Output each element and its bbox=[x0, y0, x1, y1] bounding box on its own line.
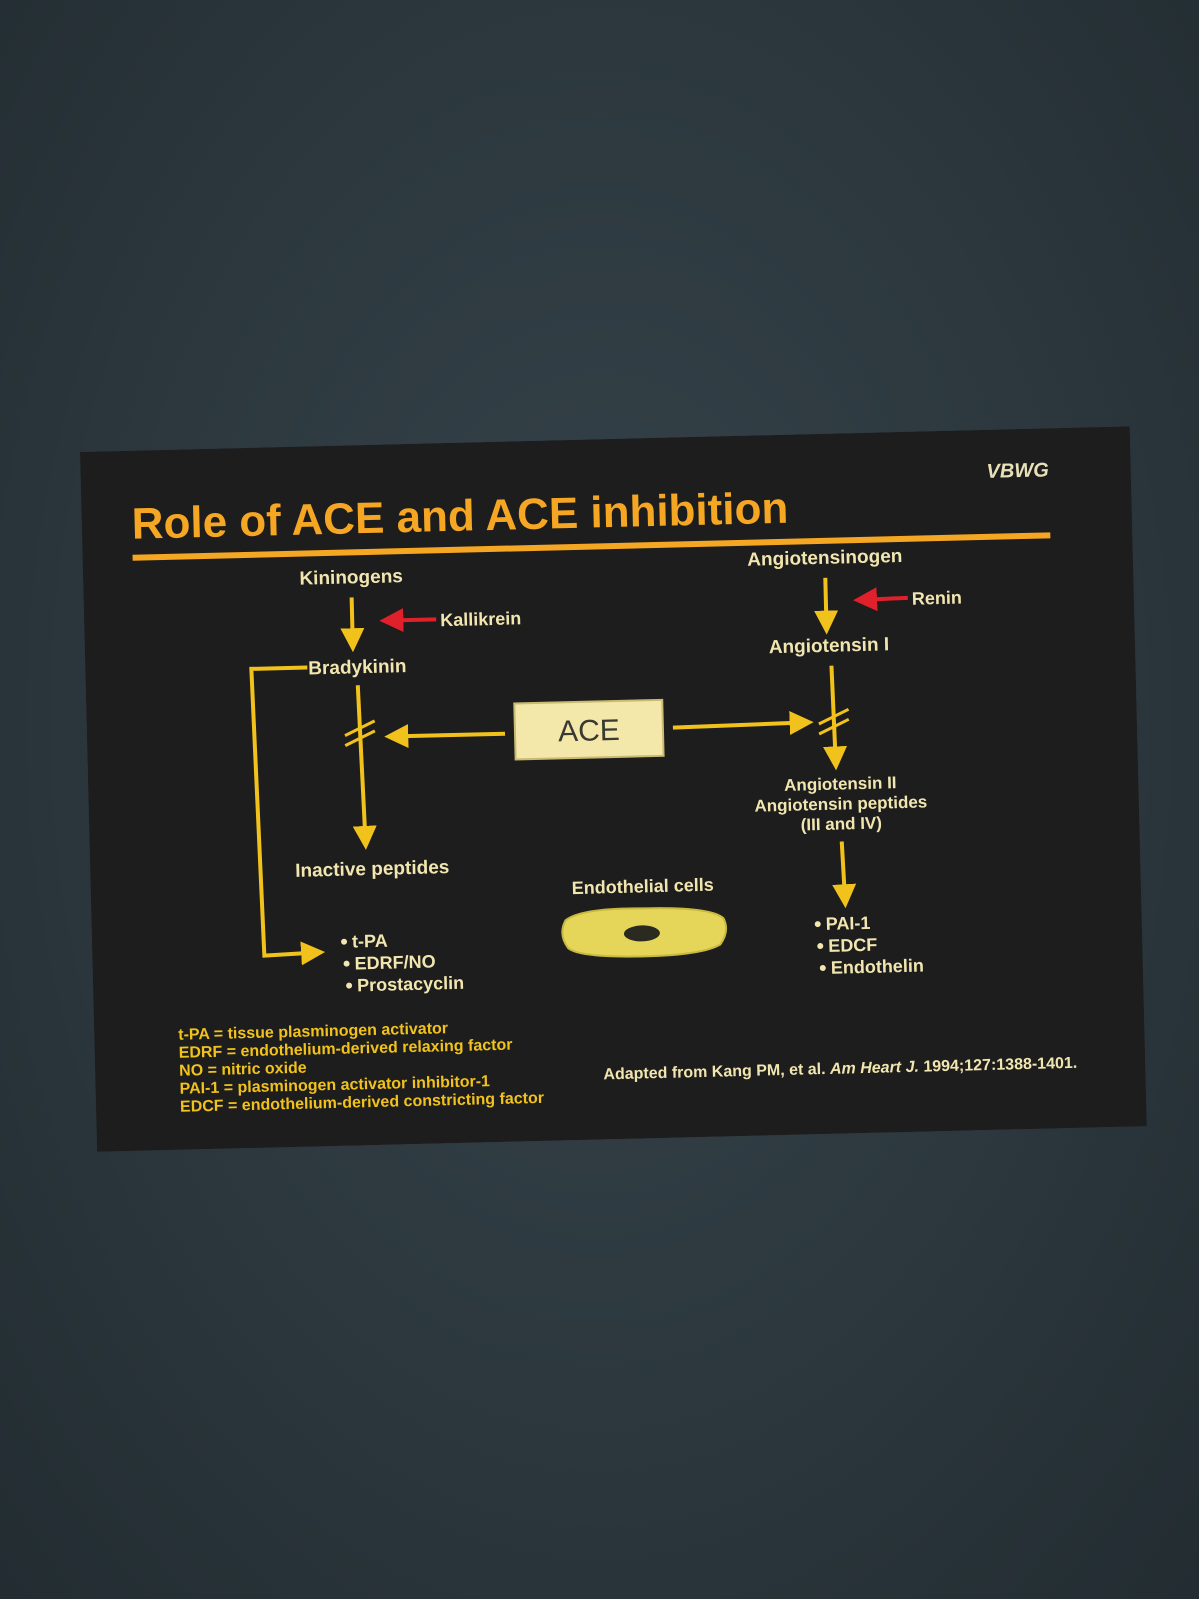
vbwg-logo: VBWG bbox=[986, 459, 1049, 483]
renin-label: Renin bbox=[912, 588, 962, 609]
bullet-icon bbox=[341, 938, 348, 945]
title-underline bbox=[132, 532, 1051, 561]
slide-background bbox=[80, 426, 1147, 1152]
angiotensin-products-list: PAI-1 EDCF Endothelin bbox=[814, 913, 924, 978]
kinin-products-list: t-PA EDRF/NO Prostacyclin bbox=[341, 931, 465, 996]
bullet-icon bbox=[346, 982, 353, 989]
bullet-icon bbox=[817, 943, 824, 950]
bullet-icon bbox=[343, 960, 350, 967]
product-tpa: t-PA bbox=[352, 931, 388, 952]
footnote-tpa: t-PA = tissue plasminogen activator bbox=[178, 1020, 448, 1044]
ace-to-angiotensin-arrow bbox=[672, 711, 814, 736]
product-edrf-no: EDRF/NO bbox=[354, 951, 435, 973]
angiotensin-peptides-label: Angiotensin peptides bbox=[754, 792, 927, 815]
kininogens-to-bradykinin-arrow bbox=[340, 597, 365, 653]
angiotensinogen-label: Angiotensinogen bbox=[747, 546, 903, 571]
bullet-icon bbox=[819, 965, 826, 972]
bullet-icon bbox=[814, 921, 821, 928]
renin-arrow bbox=[853, 587, 908, 612]
product-prostacyclin: Prostacyclin bbox=[357, 973, 465, 996]
endothelial-cell-icon bbox=[561, 907, 728, 958]
product-pai-1: PAI-1 bbox=[826, 913, 871, 934]
angiotensin-i-label: Angiotensin I bbox=[769, 634, 890, 658]
endothelial-cells-label: Endothelial cells bbox=[572, 875, 714, 898]
angiotensin-block-mark-1 bbox=[818, 707, 850, 726]
citation: Adapted from Kang PM, et al. Am Heart J.… bbox=[603, 1055, 1077, 1084]
citation-journal: Am Heart J. bbox=[829, 1059, 919, 1078]
citation-prefix: Adapted from Kang PM, et al. bbox=[603, 1061, 830, 1084]
product-endothelin: Endothelin bbox=[831, 956, 924, 978]
footnote-no: NO = nitric oxide bbox=[179, 1060, 307, 1080]
kallikrein-arrow bbox=[379, 608, 437, 633]
bradykinin-block-mark-1 bbox=[344, 719, 376, 737]
angiotensin-ii-label: Angiotensin II bbox=[784, 773, 897, 795]
bradykinin-to-products-arrow bbox=[249, 665, 326, 966]
angiotensin-ii-block: Angiotensin II Angiotensin peptides (III… bbox=[754, 773, 927, 835]
product-edcf: EDCF bbox=[828, 935, 877, 956]
angiotensinogen-to-angiotensin-i-arrow bbox=[814, 577, 839, 635]
ace-box bbox=[513, 698, 665, 761]
kininogens-label: Kininogens bbox=[299, 566, 403, 590]
angiotensin-ii-to-products-arrow bbox=[832, 841, 857, 909]
citation-suffix: 1994;127:1388-1401. bbox=[919, 1055, 1078, 1076]
angiotensin-iii-iv-label: (III and IV) bbox=[800, 814, 882, 835]
ace-to-bradykinin-arrow bbox=[384, 724, 506, 749]
bradykinin-to-inactive-arrow bbox=[352, 685, 377, 850]
kallikrein-label: Kallikrein bbox=[440, 608, 522, 630]
slide-canvas: Role of ACE and ACE inhibition VBWG Kini… bbox=[80, 426, 1147, 1152]
inactive-peptides-label: Inactive peptides bbox=[295, 857, 450, 882]
ace-label: ACE bbox=[558, 714, 620, 748]
bradykinin-block-mark-2 bbox=[344, 729, 376, 747]
slide: Role of ACE and ACE inhibition VBWG Kini… bbox=[80, 426, 1147, 1152]
bradykinin-label: Bradykinin bbox=[308, 656, 407, 679]
angiotensin-block-mark-2 bbox=[818, 717, 850, 736]
